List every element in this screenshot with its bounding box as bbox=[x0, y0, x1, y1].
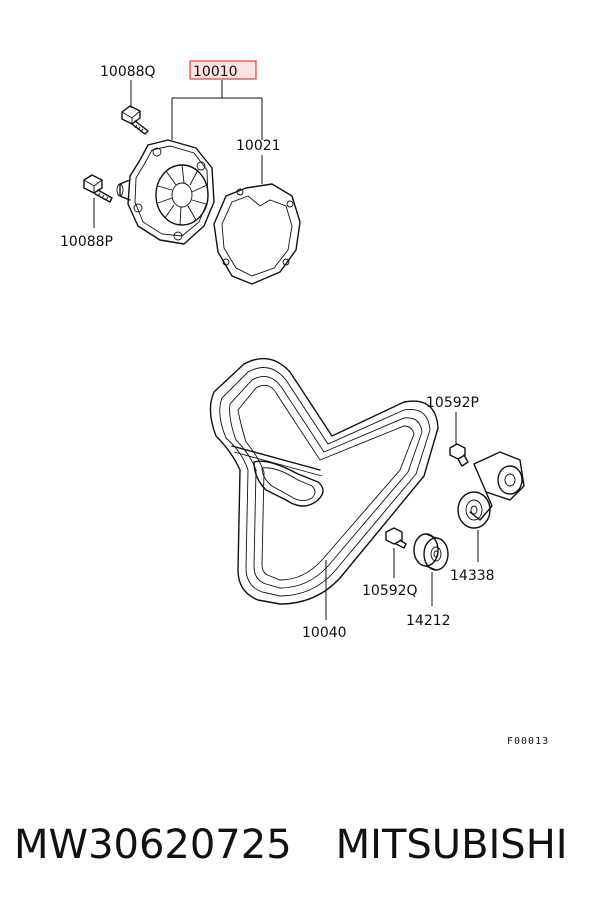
bolt-10088p bbox=[83, 174, 113, 203]
water-pump bbox=[116, 139, 215, 245]
label-10592q[interactable]: 10592Q bbox=[362, 583, 418, 599]
bolt-10592p bbox=[449, 443, 469, 467]
parts-diagram: 10010 10088Q 10021 bbox=[60, 60, 549, 747]
tensioner-14338 bbox=[457, 451, 525, 529]
leader-10010 bbox=[171, 80, 263, 140]
footer-caption: MW30620725 MITSUBISHI bbox=[14, 810, 594, 880]
label-14212[interactable]: 14212 bbox=[406, 613, 451, 629]
label-10040[interactable]: 10040 bbox=[302, 625, 347, 641]
label-10010-group[interactable]: 10010 bbox=[189, 60, 257, 80]
label-10088p[interactable]: 10088P bbox=[60, 234, 113, 250]
bolt-10088q bbox=[121, 105, 149, 135]
brand-name: MITSUBISHI bbox=[335, 822, 568, 868]
label-10021[interactable]: 10021 bbox=[236, 138, 281, 154]
label-10010[interactable]: 10010 bbox=[193, 64, 238, 80]
part-number: MW30620725 bbox=[14, 822, 292, 868]
gasket-10021 bbox=[213, 183, 301, 285]
highlight-box bbox=[189, 60, 257, 80]
label-14338[interactable]: 14338 bbox=[450, 568, 495, 584]
figure-code: F00013 bbox=[507, 736, 549, 747]
bolt-10592q bbox=[385, 527, 407, 549]
label-10088q[interactable]: 10088Q bbox=[100, 64, 156, 80]
label-10592p[interactable]: 10592P bbox=[426, 395, 479, 411]
idler-pulley-14212 bbox=[413, 533, 449, 571]
drive-belt-10040 bbox=[209, 357, 439, 605]
